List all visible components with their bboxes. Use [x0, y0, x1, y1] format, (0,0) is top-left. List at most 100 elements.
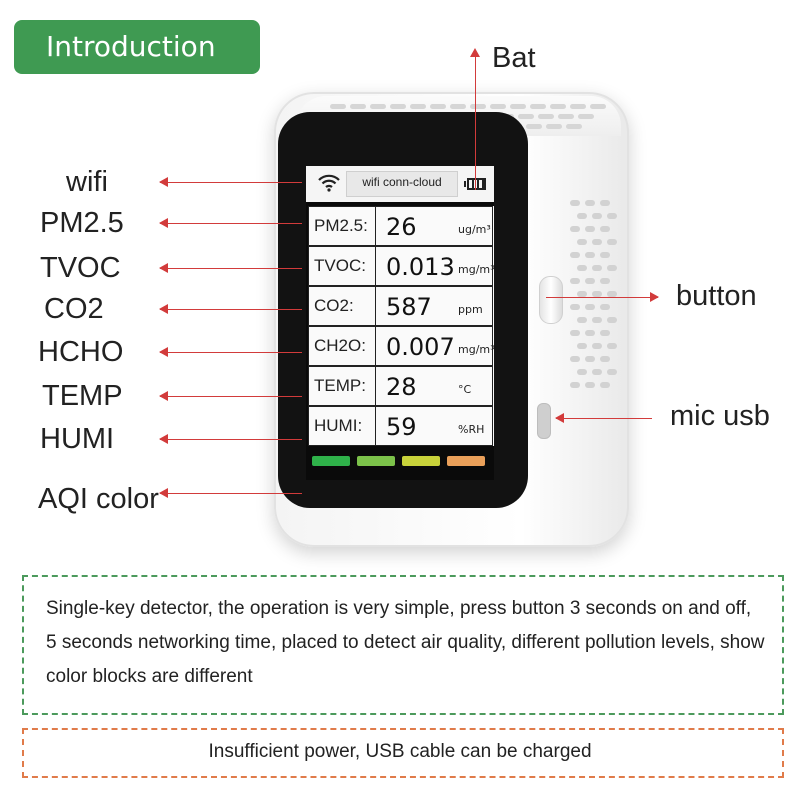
reading-unit: °C	[458, 383, 472, 396]
vent-slot	[570, 200, 580, 206]
callout-label: TEMP	[42, 380, 123, 412]
vent-slot	[577, 343, 587, 349]
callout-label: HUMI	[40, 423, 115, 455]
vent-slot	[577, 317, 587, 323]
vent-slot	[600, 278, 610, 284]
vent-slot	[577, 265, 587, 271]
reading-value: 0.007	[386, 333, 455, 361]
callout-arrow	[159, 488, 302, 498]
wifi-icon	[318, 174, 340, 192]
vent-slot	[570, 278, 580, 284]
wifi-status-text: wifi conn-cloud	[362, 175, 442, 189]
vent-slot	[518, 114, 534, 119]
reading-unit: %RH	[458, 423, 485, 436]
button-label: button	[676, 280, 757, 312]
reading-label: CH2O:	[314, 336, 366, 355]
callout-label: TVOC	[40, 252, 121, 284]
reading-value: 28	[386, 373, 417, 401]
reading-value: 26	[386, 213, 417, 241]
reading-label-cell	[308, 246, 376, 286]
vent-slot	[558, 114, 574, 119]
vent-slot	[592, 239, 602, 245]
vent-slot	[570, 252, 580, 258]
vent-slot	[592, 213, 602, 219]
bat-label: Bat	[492, 42, 536, 74]
vent-slot	[600, 304, 610, 310]
vent-slot	[566, 124, 582, 129]
vent-slot	[585, 226, 595, 232]
vent-slot	[590, 104, 606, 109]
reading-label: HUMI:	[314, 416, 363, 435]
side-button[interactable]	[539, 276, 563, 324]
vent-slot	[550, 104, 566, 109]
power-note-text: Insufficient power, USB cable can be cha…	[208, 741, 592, 762]
reading-label: TVOC:	[314, 256, 366, 275]
reading-unit: mg/m³	[458, 263, 495, 276]
vent-slot	[578, 114, 594, 119]
vent-slot	[607, 239, 617, 245]
vent-slot	[592, 369, 602, 375]
vent-slot	[577, 239, 587, 245]
vent-slot	[430, 104, 446, 109]
callout-arrow	[159, 263, 302, 273]
vent-slot	[530, 104, 546, 109]
usb-label: mic usb	[670, 400, 770, 432]
vent-slot	[600, 382, 610, 388]
power-note-box	[22, 728, 784, 778]
reading-label-cell	[308, 286, 376, 326]
callout-arrow	[159, 177, 302, 187]
vent-slot	[600, 200, 610, 206]
vent-slot	[607, 343, 617, 349]
status-bar: wifi conn-cloud	[306, 166, 494, 202]
vent-slot	[600, 330, 610, 336]
vent-slot	[470, 104, 486, 109]
vent-slot	[577, 213, 587, 219]
vent-slot	[526, 124, 542, 129]
reading-value-cell	[374, 406, 493, 446]
reading-value-cell	[374, 206, 493, 246]
vent-slot	[577, 291, 587, 297]
reading-value-cell	[374, 246, 493, 286]
bat-arrow	[470, 48, 480, 190]
reading-label-cell	[308, 206, 376, 246]
vent-slot	[577, 369, 587, 375]
vent-slot	[607, 317, 617, 323]
vent-slot	[585, 278, 595, 284]
reading-label: TEMP:	[314, 376, 366, 395]
usb-arrow	[555, 413, 652, 423]
callout-arrow	[159, 434, 302, 444]
vent-slot	[600, 252, 610, 258]
vent-slot	[600, 356, 610, 362]
reading-value: 587	[386, 293, 432, 321]
vent-slot	[410, 104, 426, 109]
callout-label: CO2	[44, 293, 104, 325]
button-arrow	[546, 292, 659, 302]
vent-slot	[592, 343, 602, 349]
vent-slot	[585, 252, 595, 258]
vent-slot	[450, 104, 466, 109]
callout-arrow	[159, 304, 302, 314]
introduction-badge: Introduction	[14, 20, 260, 74]
vent-slot	[585, 304, 595, 310]
vent-slot	[570, 226, 580, 232]
reading-value-cell	[374, 286, 493, 326]
aqi-color-block	[447, 456, 485, 466]
vent-slot	[592, 317, 602, 323]
reading-value-cell	[374, 326, 493, 366]
vent-slot	[570, 330, 580, 336]
vent-slot	[585, 330, 595, 336]
description-text: Single-key detector, the operation is ve…	[46, 598, 765, 687]
vent-slot	[546, 124, 562, 129]
vent-slot	[607, 291, 617, 297]
vent-slot	[370, 104, 386, 109]
reading-unit: ppm	[458, 303, 483, 316]
vent-slot	[330, 104, 346, 109]
reading-label: PM2.5:	[314, 216, 368, 235]
vent-slot	[570, 104, 586, 109]
vent-slot	[510, 104, 526, 109]
aqi-color-block	[357, 456, 395, 466]
reading-label-cell	[308, 326, 376, 366]
reading-label: CO2:	[314, 296, 354, 315]
vent-slot	[585, 356, 595, 362]
reading-value-cell	[374, 366, 493, 406]
